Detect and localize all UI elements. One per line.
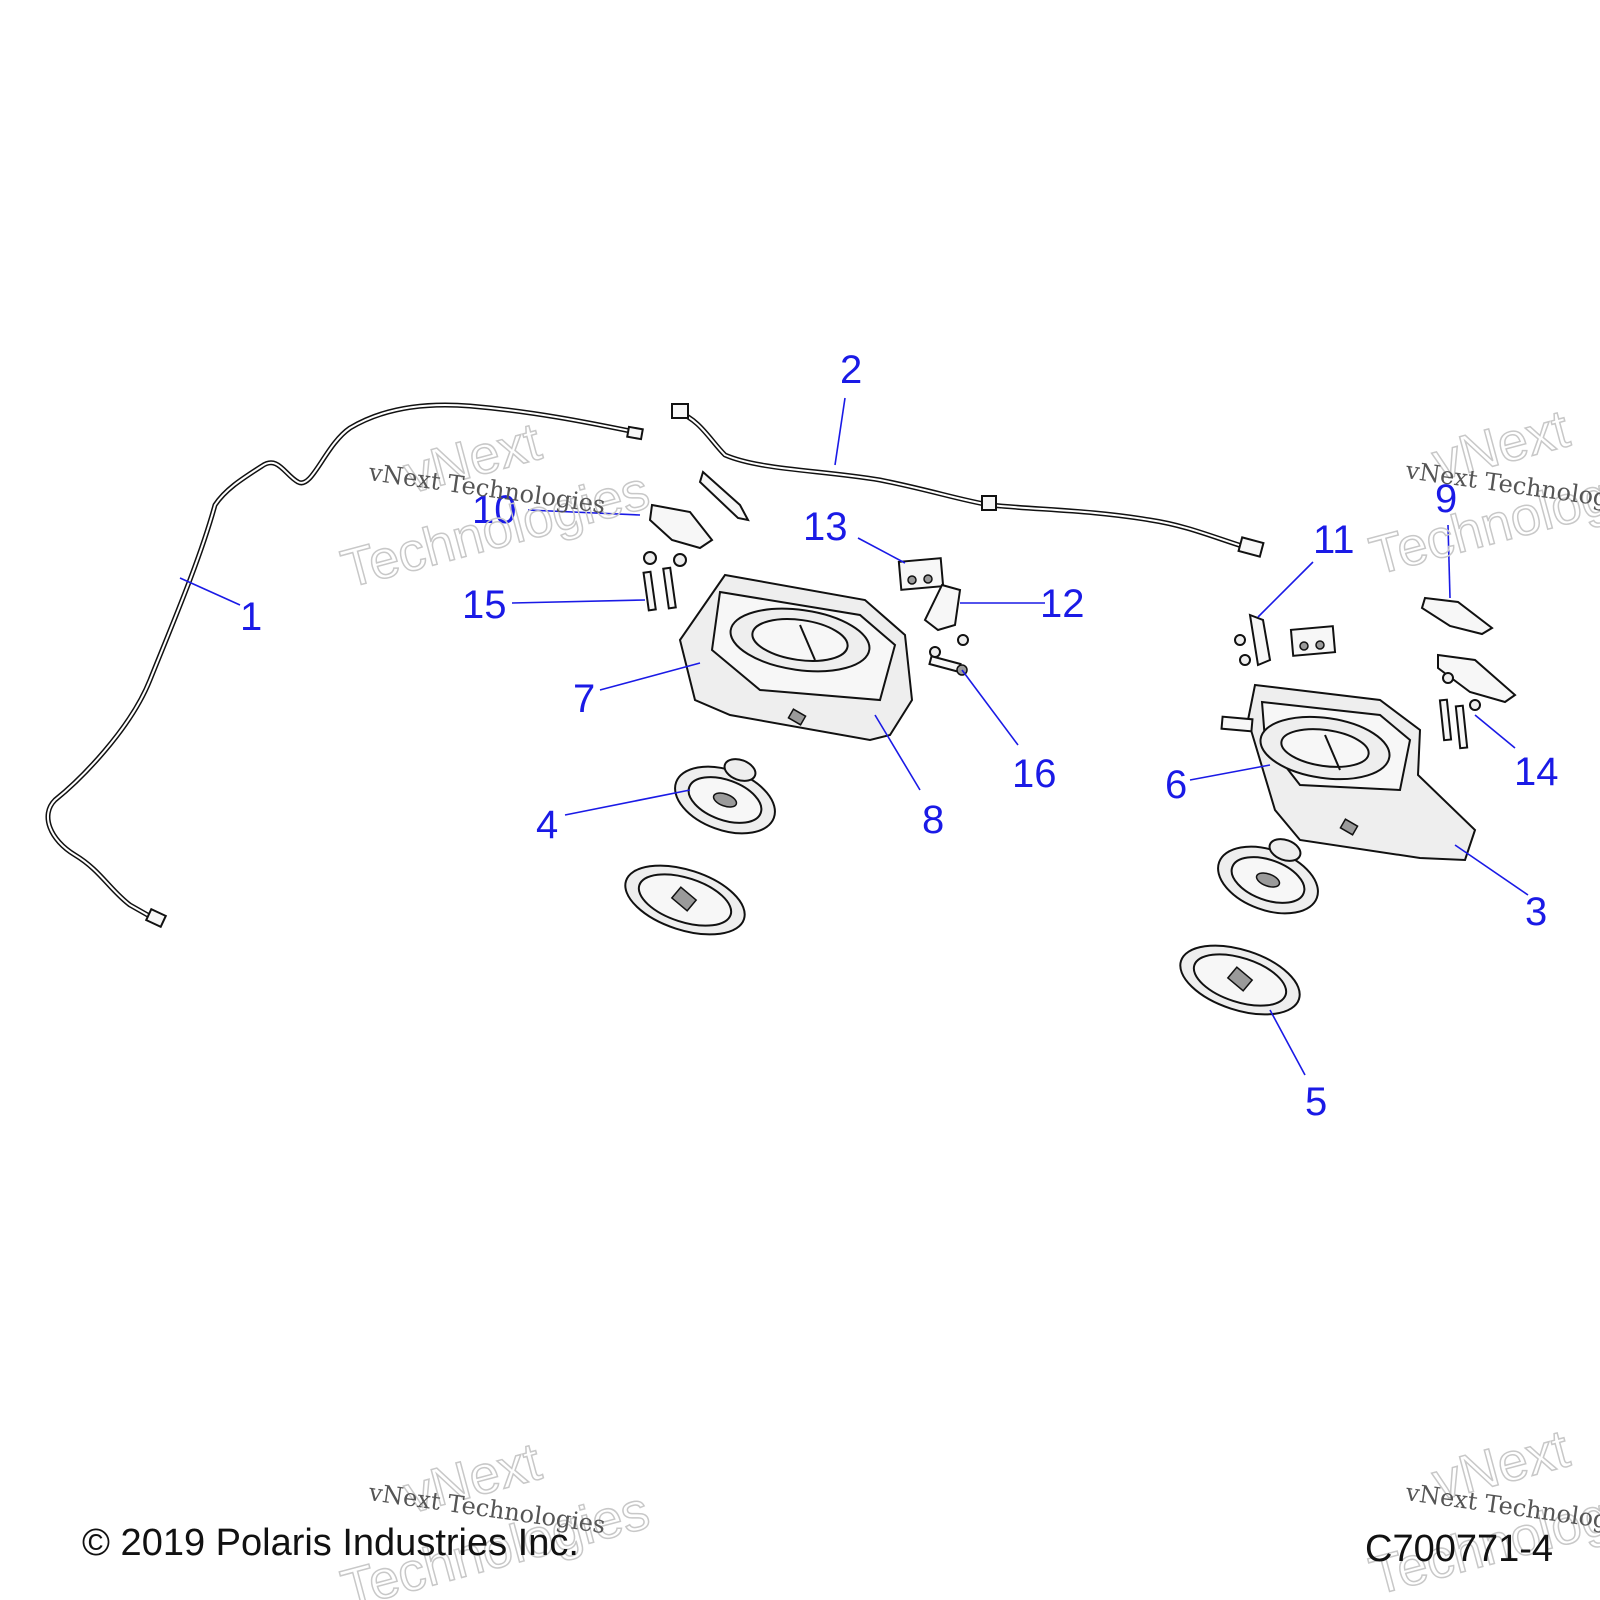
callout-10: 10 <box>472 488 517 532</box>
leader-7 <box>599 662 701 691</box>
harness-cable-1 <box>45 402 644 929</box>
copyright-text: © 2019 Polaris Industries Inc. <box>82 1522 579 1564</box>
speaker-4-left <box>674 758 776 835</box>
callout-labels: 1 2 3 4 5 6 7 8 9 10 11 12 13 14 15 16 <box>240 348 1559 1124</box>
callout-16: 16 <box>1012 752 1057 796</box>
callout-13: 13 <box>803 505 848 549</box>
leader-13 <box>857 537 906 564</box>
leader-9 <box>1447 524 1451 599</box>
leader-10 <box>527 509 641 516</box>
callout-2: 2 <box>840 348 862 392</box>
leader-16 <box>961 669 1019 746</box>
leader-lines <box>179 397 1529 1076</box>
leader-14 <box>1474 714 1516 749</box>
callout-11: 11 <box>1313 518 1355 562</box>
leader-2 <box>834 397 846 466</box>
speaker-grille-5-right <box>1179 944 1301 1016</box>
figure-code: C700771-4 <box>1365 1528 1554 1570</box>
callout-5: 5 <box>1305 1080 1327 1124</box>
callout-6: 6 <box>1165 763 1187 807</box>
callout-7: 7 <box>573 677 595 721</box>
bracket-13 <box>897 557 945 591</box>
leader-4 <box>564 789 691 816</box>
leader-11 <box>1257 561 1314 618</box>
speaker-enclosure-right <box>1220 683 1477 862</box>
speaker-enclosure-left <box>678 573 914 742</box>
callout-4: 4 <box>536 803 558 847</box>
leader-5 <box>1269 1009 1306 1076</box>
callout-8: 8 <box>922 798 944 842</box>
bracket-9-right <box>1420 596 1517 704</box>
bracket-12 <box>923 583 969 658</box>
watermarks: vNext Technologies vNext Technologies vN… <box>335 398 1600 1600</box>
screws-14-right <box>1438 672 1481 750</box>
callout-9: 9 <box>1435 477 1457 521</box>
leader-3 <box>1454 844 1529 896</box>
speaker-right <box>1217 838 1319 915</box>
harness-cable-2 <box>671 403 1265 558</box>
speaker-grille-left <box>624 864 746 936</box>
callout-14: 14 <box>1514 750 1559 794</box>
screws-15-left <box>642 551 687 612</box>
leader-1 <box>179 577 241 606</box>
leader-8 <box>874 714 921 791</box>
callout-1: 1 <box>240 595 262 639</box>
callout-12: 12 <box>1040 582 1085 626</box>
leader-15 <box>511 599 646 604</box>
bracket-11-right <box>1234 613 1337 667</box>
callout-3: 3 <box>1525 890 1547 934</box>
callout-15: 15 <box>462 583 507 627</box>
bracket-10-left <box>648 470 750 550</box>
screw-16 <box>928 655 968 676</box>
leader-6 <box>1189 764 1271 781</box>
